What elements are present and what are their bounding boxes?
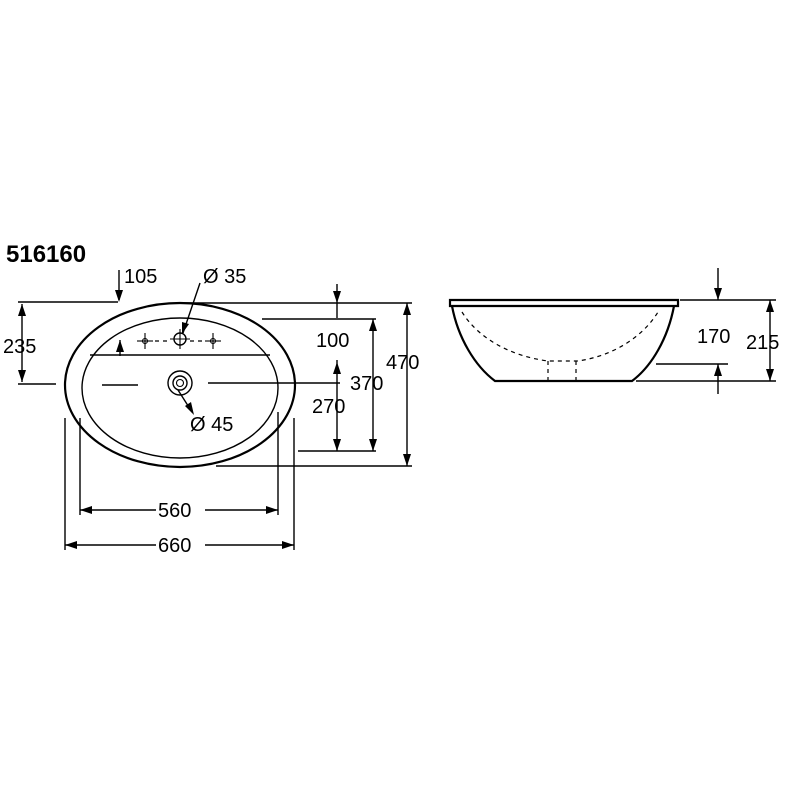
tap-hole [170,329,190,349]
drain-hidden-line [547,361,577,382]
optional-tap-hole-left [137,333,153,349]
dim-tap-hole: Ø 35 [203,266,246,288]
arrow-215-top [766,300,774,312]
basin-inner-hidden-line [461,311,659,362]
arrow-100-top [333,291,341,303]
side-view: 170 215 [448,268,779,394]
basin-outer-rim [63,301,297,469]
arrow-270-top [333,362,341,374]
drain-hole [167,370,193,396]
arrow-drain-hole [185,402,194,415]
arrow-235-top [18,304,26,316]
dim-inner-to-rear: 370 [350,373,383,395]
dim-drain-hole: Ø 45 [190,414,233,436]
arrow-560-right [266,506,278,514]
dim-drain-to-front: 270 [312,396,345,418]
arrow-235-bottom [18,370,26,382]
top-view: 105 Ø 35 235 Ø 45 100 270 [3,266,419,557]
arrow-170-bottom [714,364,722,376]
optional-tap-hole-right [205,333,221,349]
arrow-370-bottom [369,439,377,451]
dim-tap-offset: 105 [124,266,157,288]
model-number: 516160 [6,241,86,268]
dim-overflow-offset: 100 [316,330,349,352]
arrow-660-right [282,541,294,549]
arrow-470-top [403,303,411,315]
arrow-deck [116,340,124,352]
basin-bowl-profile [450,305,676,383]
arrow-560-left [80,506,92,514]
arrow-470-bottom [403,454,411,466]
dim-depth-to-tap: 235 [3,336,36,358]
arrow-270-bottom [333,439,341,451]
arrow-tap-hole [182,322,189,334]
basin-rim-profile [448,298,680,308]
arrow-215-bottom [766,369,774,381]
dim-bowl-depth: 170 [697,326,730,348]
arrow-370-top [369,319,377,331]
arrow-170-top [714,288,722,300]
arrow-105 [115,290,123,302]
arrow-660-left [65,541,77,549]
dim-outer-width: 660 [158,535,191,557]
dim-outer-depth: 470 [386,352,419,374]
dim-inner-width: 560 [158,500,191,522]
dim-total-height: 215 [746,332,779,354]
basin-inner-bowl [81,317,279,459]
